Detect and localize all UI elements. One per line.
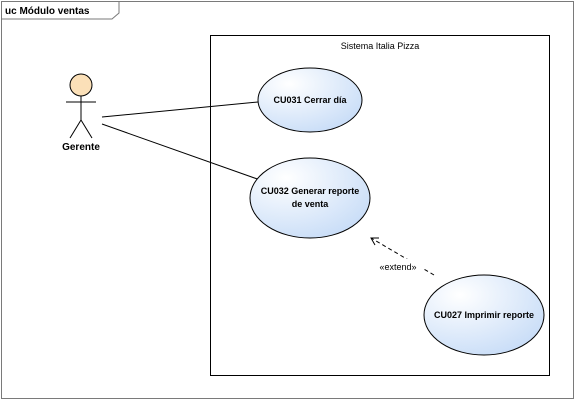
usecase-cu027[interactable]: CU027 Imprimir reporte [423,274,545,356]
actor-name: Gerente [62,142,100,153]
usecase-label: CU031 Cerrar día [273,95,347,105]
frame-title: uc Módulo ventas [5,6,90,17]
association-gerente-cu031 [101,101,259,118]
system-name: Sistema Italia Pizza [341,41,420,51]
usecase-ellipse [423,274,545,356]
usecase-cu032[interactable]: CU032 Generar reporte de venta [249,157,371,239]
extend-line [370,237,435,276]
association-gerente-cu032 [101,123,264,182]
extend-label-bg [372,259,424,273]
extend-label: «extend» [379,262,416,272]
usecase-label: CU027 Imprimir reporte [434,310,534,320]
usecase-cu031[interactable]: CU031 Cerrar día [257,67,363,133]
actor-left-leg [69,119,82,139]
actor-right-leg [80,119,93,139]
usecase-label-line-1: CU032 Generar reporte [261,186,360,196]
extend-arrowhead [370,237,379,246]
usecase-label-line-2: de venta [292,199,330,209]
actor-head [69,73,93,97]
actor-gerente[interactable]: Gerente [62,73,100,153]
usecase-ellipse [249,157,371,239]
usecase-ellipse [257,67,363,133]
frame-title-tab [1,1,120,20]
